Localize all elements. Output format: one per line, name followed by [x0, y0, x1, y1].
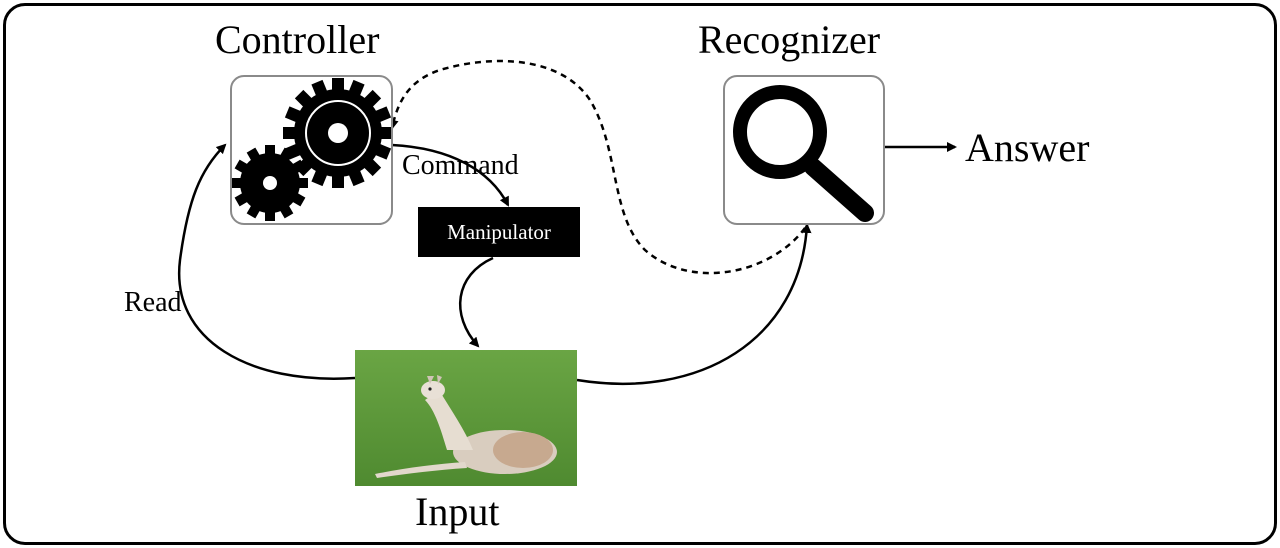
- controller-box: [230, 75, 393, 225]
- diagram-frame: [3, 3, 1277, 545]
- read-label: Read: [124, 287, 182, 318]
- manipulator-to-input-arrow: [458, 256, 494, 348]
- input-to-recognizer-arrow: [576, 223, 812, 385]
- input-title: Input: [415, 489, 500, 534]
- recognizer-box: [723, 75, 885, 225]
- magnifier-icon: [733, 85, 874, 222]
- recognizer-title: Recognizer: [698, 17, 881, 62]
- gears-icon: [232, 78, 393, 221]
- input-image: [355, 350, 577, 486]
- command-arrow: [391, 143, 510, 207]
- manipulator-box: Manipulator: [418, 207, 580, 257]
- feedback-dashed-arrow: [388, 59, 807, 275]
- llama-photo: [355, 350, 577, 486]
- read-arrow: [177, 143, 356, 380]
- answer-label: Answer: [965, 125, 1090, 170]
- command-label: Command: [402, 150, 519, 181]
- controller-title: Controller: [215, 17, 380, 62]
